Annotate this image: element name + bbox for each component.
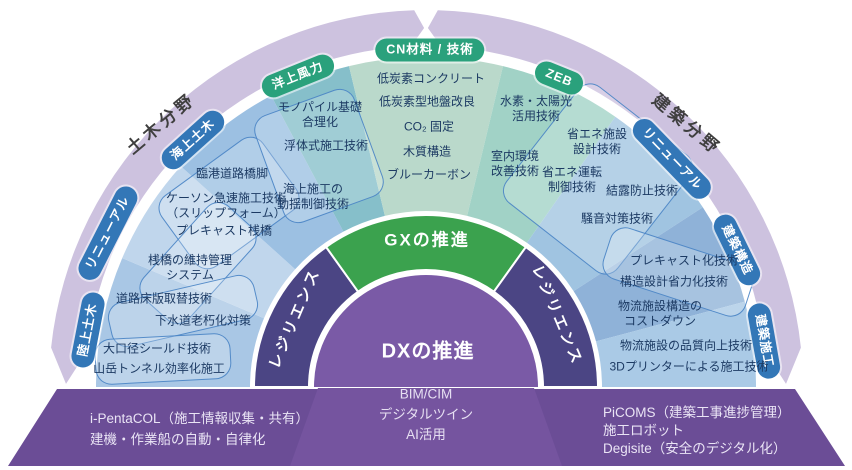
tech-item: 海上施工の 動揺制御技術 [276, 182, 350, 211]
band-item-left: 建機・作業船の自動・自律化 [90, 432, 266, 447]
tech-item: 3Dプリンターによる施工技術 [609, 359, 769, 374]
tech-item: 水素・太陽光 活用技術 [499, 94, 573, 123]
sector-3 [271, 66, 385, 232]
tech-item: 構造設計省力化技術 [619, 274, 729, 289]
dx-semicircle-outline [312, 273, 540, 388]
tech-item: 結露防止技術 [605, 183, 679, 198]
tech-item: 室内環境 改善技術 [490, 149, 540, 178]
tech-item: 下水道老朽化対策 [154, 313, 252, 328]
sector-1 [122, 166, 296, 319]
tech-item: 物流施設構造の コストダウン [617, 299, 703, 328]
tech-item: 低炭素コンクリート [376, 71, 486, 86]
gx-promotion-label: GXの推進 [384, 230, 470, 250]
dx-band-center [290, 388, 562, 466]
tech-item: 桟橋の維持管理 システム [147, 253, 233, 282]
category-pill-4: CN材料 / 技術 [375, 38, 485, 62]
tech-item: 物流施設の品質向上技術 [619, 338, 753, 353]
tech-item: 臨港道路橋脚 [195, 166, 269, 181]
dx-item: デジタルツイン [378, 407, 474, 422]
resilience-wedge-right [492, 245, 600, 388]
tech-item: 省エネ運転 制御技術 [541, 165, 603, 194]
tech-item: プレキャスト化技術 [629, 253, 739, 268]
tech-item: 大口径シールド技術 [102, 341, 212, 356]
sector-5 [467, 66, 616, 243]
dx-semicircle [313, 274, 539, 387]
dx-item: BIM/CIM [399, 386, 453, 402]
tech-item: モノパイル基礎 合理化 [277, 100, 363, 129]
tech-item: CO₂ 固定 [404, 119, 454, 134]
tech-item: 山岳トンネル効率化施工 [93, 361, 225, 376]
tech-item: 低炭素型地盤改良 [378, 94, 476, 109]
dx-promotion-label: DXの推進 [381, 340, 475, 363]
tech-item: 省エネ施設 設計技術 [566, 127, 628, 156]
band-item-right: Degisite（安全のデジタル化） [603, 441, 787, 456]
tech-group-outline [93, 332, 233, 386]
tech-item: 浮体式施工技術 [283, 138, 369, 153]
sector-2 [180, 95, 344, 270]
band-item-right: PiCOMS（建築工事進捗管理） [603, 405, 791, 420]
tech-item: プレキャスト桟橋 [175, 223, 273, 238]
sector-7 [573, 207, 745, 342]
dx-item: AI活用 [406, 427, 446, 442]
tech-item: ブルーカーボン [386, 167, 472, 182]
sector-8 [596, 301, 757, 387]
band-item-left: i-PentaCOL（施工情報収集・共有） [90, 411, 310, 426]
tech-item: 騒音対策技術 [580, 211, 654, 226]
band-item-right: 施工ロボット [603, 423, 684, 438]
tech-item: ケーソン急速施工技術 （スリップフォーム） [165, 191, 287, 220]
sector-0 [96, 258, 264, 387]
tech-item: 道路床版取替技術 [115, 291, 213, 306]
sector-4 [349, 56, 503, 216]
tech-item: 木質構造 [402, 144, 452, 159]
